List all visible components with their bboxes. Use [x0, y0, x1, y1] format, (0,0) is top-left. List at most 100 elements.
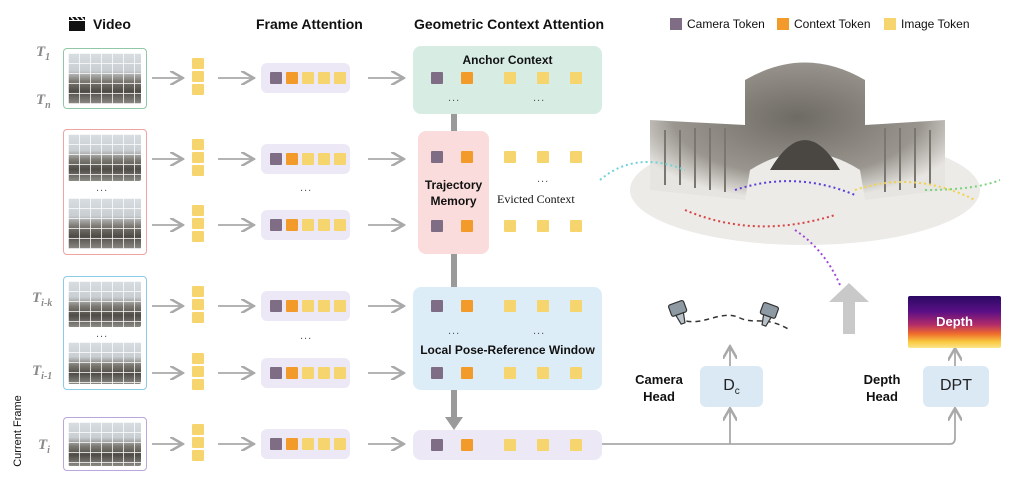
- image-token: [504, 72, 516, 84]
- video-frame-thumbnail: [68, 134, 141, 181]
- frame-attention-row: [261, 144, 350, 174]
- image-token-stack: [192, 205, 204, 244]
- frame-attention-row: [261, 358, 350, 388]
- tokens-ellipsis: ...: [533, 92, 546, 104]
- context-token: [461, 220, 473, 232]
- dpt-module-text: DPT: [940, 377, 972, 394]
- video-frame-thumbnail: [68, 422, 141, 466]
- image-token: [504, 300, 516, 312]
- trajectory-memory-box: Trajectory Memory: [418, 131, 489, 254]
- video-header: Video: [93, 16, 131, 32]
- legend-context-token: Context Token: [777, 17, 871, 31]
- evicted-image-token: [570, 151, 582, 163]
- time-label-ti: Ti: [38, 437, 50, 456]
- depth-map: Depth: [908, 296, 1001, 348]
- depth-map-label: Depth: [936, 314, 973, 329]
- camera-head-module-text: D: [723, 377, 735, 394]
- image-token: [570, 439, 582, 451]
- evicted-context-label: Evicted Context: [497, 192, 575, 206]
- legend-camera-token: Camera Token: [670, 17, 765, 31]
- camera-token: [431, 439, 443, 451]
- image-token: [537, 72, 549, 84]
- camera-token: [431, 151, 443, 163]
- image-token: [537, 300, 549, 312]
- tokens-ellipsis: ...: [533, 325, 546, 337]
- camera-token: [431, 367, 443, 379]
- tokens-ellipsis: ...: [448, 92, 461, 104]
- frames-ellipsis: ...: [96, 182, 109, 194]
- camera-token: [431, 72, 443, 84]
- frame-attention-row: [261, 210, 350, 240]
- context-token: [461, 151, 473, 163]
- time-label-ti1: Ti-1: [32, 363, 53, 382]
- frame-attention-header: Frame Attention: [256, 16, 363, 32]
- camera-head-label: Camera Head: [635, 372, 683, 404]
- camera-head-module-sub: c: [734, 386, 740, 398]
- camera-pose-icon: [755, 302, 780, 337]
- image-token: [504, 439, 516, 451]
- memory-frame-group: ...: [63, 129, 147, 255]
- image-token-stack: [192, 286, 204, 325]
- frames-ellipsis: ...: [96, 328, 109, 340]
- dpt-module: DPT: [923, 366, 989, 407]
- depth-head-label: Depth Head: [863, 372, 901, 404]
- video-frame-thumbnail: [68, 198, 141, 249]
- evicted-image-token: [504, 151, 516, 163]
- image-token: [570, 367, 582, 379]
- anchor-frame-group: [63, 48, 147, 109]
- evicted-image-token: [570, 220, 582, 232]
- frame-attention-ellipsis: ...: [300, 182, 313, 194]
- context-token: [461, 439, 473, 451]
- camera-head-module: Dc: [700, 366, 763, 407]
- image-token: [570, 300, 582, 312]
- frame-attention-ellipsis: ...: [300, 330, 313, 342]
- local-window-frame-group: ...: [63, 276, 147, 390]
- video-frame-thumbnail: [68, 281, 141, 327]
- image-token: [537, 367, 549, 379]
- local-pose-reference-window-box: ... ... Local Pose-Reference Window: [413, 287, 602, 390]
- evicted-image-token: [504, 220, 516, 232]
- frame-attention-row: [261, 429, 350, 459]
- time-label-tn: Tn: [36, 92, 51, 111]
- anchor-context-box: Anchor Context ... ...: [413, 46, 602, 114]
- legend-label: Camera Token: [687, 17, 765, 31]
- context-token: [461, 367, 473, 379]
- legend-label: Context Token: [794, 17, 871, 31]
- image-token: [504, 367, 516, 379]
- image-token-stack: [192, 58, 204, 97]
- evicted-ellipsis: ...: [537, 173, 550, 185]
- camera-token-swatch: [670, 18, 682, 30]
- video-frame-thumbnail: [68, 342, 141, 384]
- current-frame-group: [63, 417, 147, 471]
- geometric-context-attention-header: Geometric Context Attention: [414, 16, 605, 32]
- context-token-swatch: [777, 18, 789, 30]
- frame-attention-row: [261, 63, 350, 93]
- anchor-context-title: Anchor Context: [462, 53, 553, 67]
- video-clapper-icon: [68, 16, 86, 31]
- time-label-t1: T1: [36, 44, 51, 63]
- image-token-stack: [192, 139, 204, 178]
- tokens-ellipsis: ...: [448, 325, 461, 337]
- camera-token: [431, 220, 443, 232]
- context-token: [461, 300, 473, 312]
- image-token-stack: [192, 424, 204, 463]
- local-window-title: Local Pose-Reference Window: [420, 343, 595, 357]
- time-label-tik: Ti-k: [32, 290, 53, 309]
- current-frame-output-box: [413, 430, 602, 460]
- trajectory-memory-title: Trajectory Memory: [424, 178, 483, 208]
- camera-pose-icon: [667, 300, 692, 335]
- evicted-image-token: [537, 151, 549, 163]
- image-token: [570, 72, 582, 84]
- point-cloud-reconstruction: [595, 40, 1015, 290]
- legend-image-token: Image Token: [884, 17, 970, 31]
- context-token: [461, 72, 473, 84]
- legend-label: Image Token: [901, 17, 970, 31]
- image-token-stack: [192, 353, 204, 392]
- image-token-swatch: [884, 18, 896, 30]
- evicted-image-token: [537, 220, 549, 232]
- frame-attention-row: [261, 291, 350, 321]
- image-token: [537, 439, 549, 451]
- video-frame-thumbnail: [68, 53, 141, 104]
- camera-token: [431, 300, 443, 312]
